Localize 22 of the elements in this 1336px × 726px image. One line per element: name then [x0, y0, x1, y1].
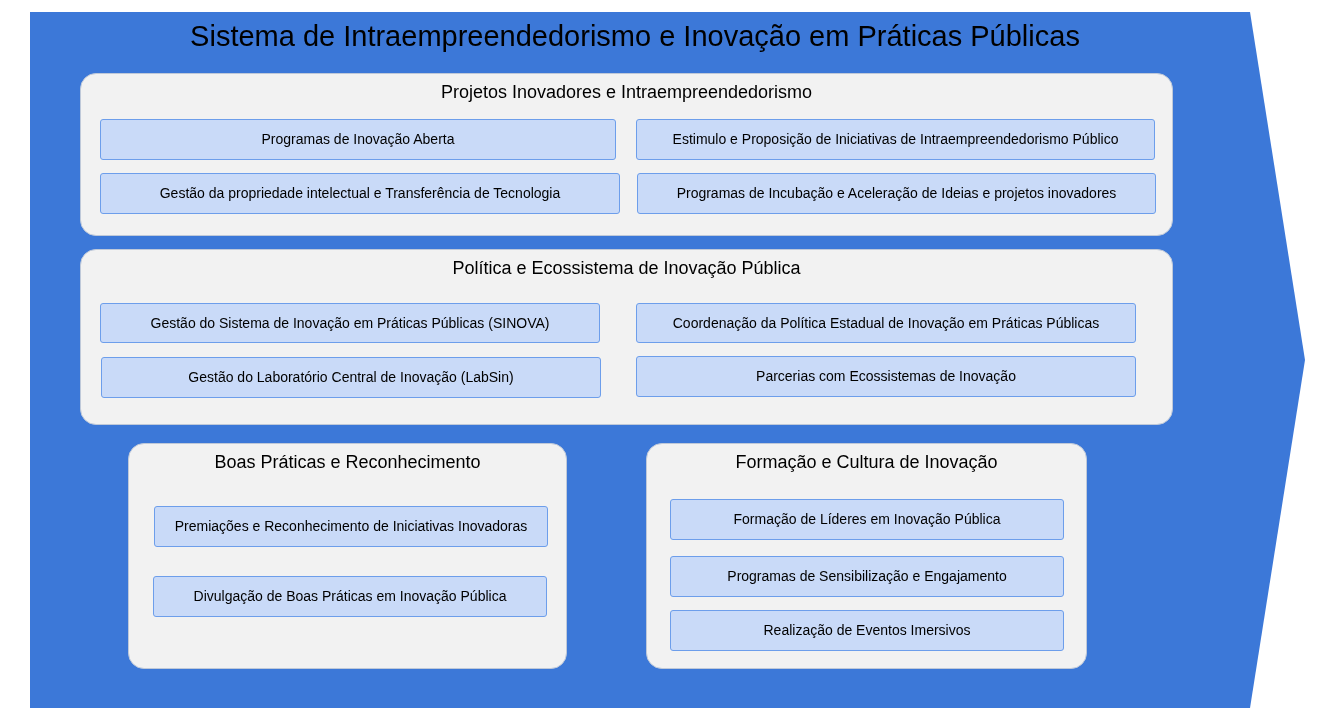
group-panel: [80, 249, 1173, 425]
activity-box: Gestão do Laboratório Central de Inovação (LabSin): [101, 357, 601, 398]
group-heading: Formação e Cultura de Inovação: [734, 451, 999, 474]
group-panel: [646, 443, 1087, 669]
group-heading: Política e Ecossistema de Inovação Pública: [451, 257, 802, 280]
diagram-title: Sistema de Intraempreendedorismo e Inovação em Práticas Públicas: [189, 19, 1081, 54]
activity-box: Programas de Sensibilização e Engajamento: [670, 556, 1064, 597]
activity-box: Realização de Eventos Imersivos: [670, 610, 1064, 651]
group-heading: Projetos Inovadores e Intraempreendedorismo: [439, 81, 814, 104]
activity-box: Coordenação da Política Estadual de Inovação em Práticas Públicas: [636, 303, 1136, 343]
activity-box: Premiações e Reconhecimento de Iniciativas Inovadoras: [154, 506, 548, 547]
group-heading: Boas Práticas e Reconhecimento: [213, 451, 482, 474]
activity-box: Parcerias com Ecossistemas de Inovação: [636, 356, 1136, 397]
activity-box: Gestão do Sistema de Inovação em Práticas Públicas (SINOVA): [100, 303, 600, 343]
group-panel: [80, 73, 1173, 236]
group-panel: [128, 443, 567, 669]
activity-box: Estimulo e Proposição de Iniciativas de Intraempreendedorismo Público: [636, 119, 1155, 160]
activity-box: Programas de Inovação Aberta: [100, 119, 616, 160]
activity-box: Formação de Líderes em Inovação Pública: [670, 499, 1064, 540]
activity-box: Divulgação de Boas Práticas em Inovação Pública: [153, 576, 547, 617]
activity-box: Gestão da propriedade intelectual e Transferência de Tecnologia: [100, 173, 620, 214]
activity-box: Programas de Incubação e Aceleração de Ideias e projetos inovadores: [637, 173, 1156, 214]
